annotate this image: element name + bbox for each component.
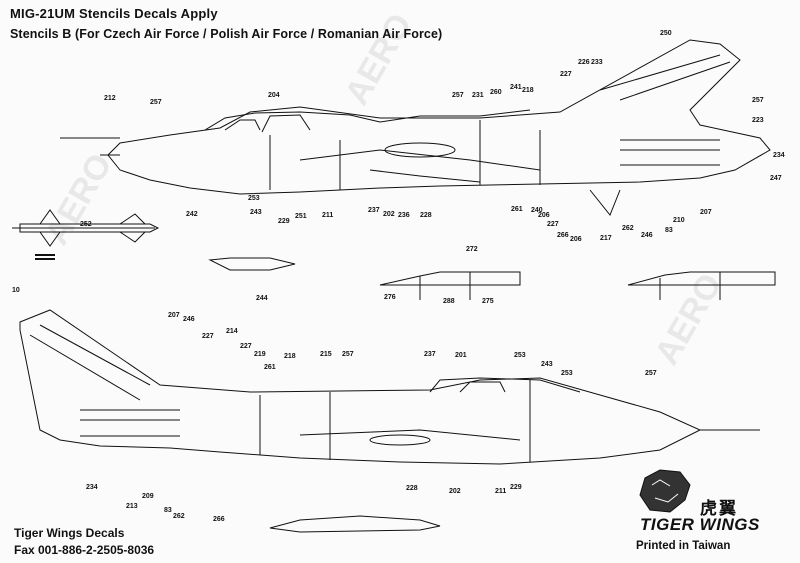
sheet-subtitle: Stencils B (For Czech Air Force / Polish… <box>10 27 443 41</box>
svg-text:234: 234 <box>86 484 98 491</box>
svg-text:237: 237 <box>424 351 436 358</box>
svg-text:228: 228 <box>406 485 418 492</box>
svg-text:207: 207 <box>700 209 712 216</box>
company-name: Tiger Wings Decals <box>14 526 125 540</box>
svg-text:240: 240 <box>531 207 543 214</box>
svg-text:218: 218 <box>522 87 534 94</box>
svg-text:262: 262 <box>173 513 185 520</box>
svg-text:266: 266 <box>557 232 569 239</box>
svg-text:212: 212 <box>104 95 116 102</box>
svg-text:275: 275 <box>482 298 494 305</box>
svg-text:250: 250 <box>660 30 672 37</box>
svg-text:214: 214 <box>226 328 238 335</box>
svg-text:227: 227 <box>240 343 252 350</box>
svg-text:246: 246 <box>641 232 653 239</box>
svg-text:227: 227 <box>202 333 214 340</box>
svg-text:204: 204 <box>268 92 280 99</box>
svg-text:261: 261 <box>264 364 276 371</box>
brand-logo-text: TIGER WINGS <box>640 515 760 534</box>
svg-text:244: 244 <box>256 295 268 302</box>
svg-text:243: 243 <box>250 209 262 216</box>
printed-in: Printed in Taiwan <box>636 540 731 552</box>
svg-text:234: 234 <box>773 152 785 159</box>
svg-text:257: 257 <box>342 351 354 358</box>
svg-text:257: 257 <box>645 370 657 377</box>
svg-text:288: 288 <box>443 298 455 305</box>
svg-text:207: 207 <box>168 312 180 319</box>
svg-text:233: 233 <box>591 59 603 66</box>
svg-text:247: 247 <box>770 175 782 182</box>
svg-text:246: 246 <box>183 316 195 323</box>
svg-text:201: 201 <box>455 352 467 359</box>
svg-text:257: 257 <box>752 97 764 104</box>
detail-panel-a <box>379 271 521 300</box>
fuel-tank-drawing <box>208 257 296 271</box>
svg-text:252: 252 <box>80 221 92 228</box>
svg-text:253: 253 <box>248 195 260 202</box>
svg-text:266: 266 <box>213 516 225 523</box>
svg-text:243: 243 <box>541 361 553 368</box>
svg-text:227: 227 <box>547 221 559 228</box>
svg-text:223: 223 <box>752 117 764 124</box>
callout-labels: 212 257 204 242 253 243 229 251 211 237 … <box>12 30 785 523</box>
sheet-title: MIG-21UM Stencils Decals Apply <box>10 6 218 21</box>
svg-text:276: 276 <box>384 294 396 301</box>
svg-text:272: 272 <box>466 246 478 253</box>
svg-text:227: 227 <box>560 71 572 78</box>
svg-text:215: 215 <box>320 351 332 358</box>
bottom-aircraft-profile <box>19 309 760 465</box>
svg-text:231: 231 <box>472 92 484 99</box>
svg-text:213: 213 <box>126 503 138 510</box>
svg-text:237: 237 <box>368 207 380 214</box>
brand-chinese: 虎翼 <box>700 499 738 518</box>
svg-text:253: 253 <box>561 370 573 377</box>
svg-text:251: 251 <box>295 213 307 220</box>
svg-text:210: 210 <box>673 217 685 224</box>
svg-text:206: 206 <box>538 212 550 219</box>
centerline-tank-drawing <box>269 515 441 533</box>
svg-text:202: 202 <box>449 488 461 495</box>
svg-text:257: 257 <box>150 99 162 106</box>
fax-number: Fax 001-886-2-2505-8036 <box>14 543 155 557</box>
svg-text:219: 219 <box>254 351 266 358</box>
svg-text:209: 209 <box>142 493 154 500</box>
svg-text:262: 262 <box>622 225 634 232</box>
svg-text:202: 202 <box>383 211 395 218</box>
svg-text:261: 261 <box>511 206 523 213</box>
tiger-logo <box>639 469 691 513</box>
detail-panel-b <box>627 271 776 300</box>
svg-text:218: 218 <box>284 353 296 360</box>
svg-text:257: 257 <box>452 92 464 99</box>
svg-text:217: 217 <box>600 235 612 242</box>
svg-text:211: 211 <box>322 212 333 219</box>
svg-text:229: 229 <box>278 218 290 225</box>
svg-text:260: 260 <box>490 89 502 96</box>
svg-text:226: 226 <box>578 59 590 66</box>
top-aircraft-profile <box>60 39 771 216</box>
svg-text:229: 229 <box>510 484 522 491</box>
svg-text:242: 242 <box>186 211 198 218</box>
svg-text:211: 211 <box>495 488 506 495</box>
missile-drawing <box>12 209 160 260</box>
svg-text:236: 236 <box>398 212 410 219</box>
svg-text:206: 206 <box>570 236 582 243</box>
svg-text:10: 10 <box>12 287 20 294</box>
svg-text:228: 228 <box>420 212 432 219</box>
svg-text:83: 83 <box>665 227 673 234</box>
svg-text:241: 241 <box>510 84 522 91</box>
svg-text:83: 83 <box>164 507 172 514</box>
svg-text:253: 253 <box>514 352 526 359</box>
